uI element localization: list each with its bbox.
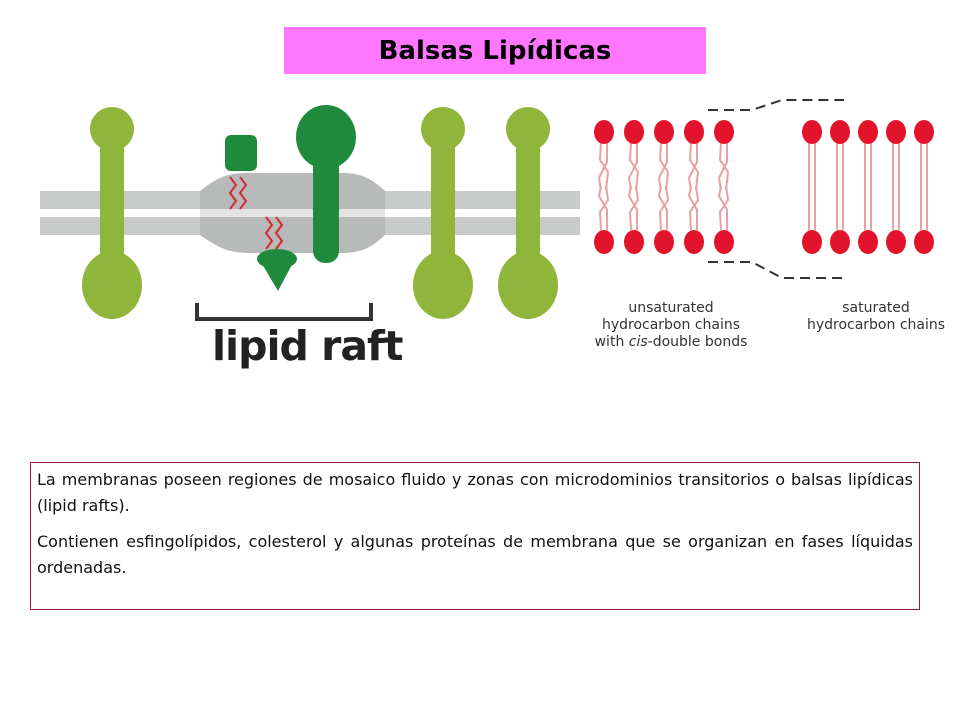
unsaturated-chains [594, 120, 734, 254]
raft-protein-lower [257, 216, 297, 291]
description-paragraph-1: La membranas poseen regiones de mosaico … [37, 470, 913, 515]
bilayer-zoom-lines [708, 99, 844, 279]
description-paragraph-2: Contienen esfingolípidos, colesterol y a… [37, 532, 913, 577]
saturated-chains [802, 120, 934, 254]
unsaturated-lipid-bottom-0 [594, 185, 614, 254]
saturated-caption-line-1: saturated [842, 300, 910, 316]
page-title: Balsas Lipídicas [378, 35, 612, 66]
caption-cis: cis [628, 334, 648, 350]
raft-bracket [195, 303, 373, 321]
saturated-caption-line-2: hydrocarbon chains [806, 317, 946, 333]
lipid-raft-diagram [40, 105, 580, 321]
saturated-lipid-bottom-4 [914, 186, 934, 254]
unsaturated-lipid-bottom-1 [624, 185, 644, 254]
unsaturated-lipid-top-2 [654, 120, 674, 191]
saturated-caption: saturated hydrocarbon chains [796, 300, 956, 334]
unsaturated-caption: unsaturated hydrocarbon chains with cis-… [586, 300, 756, 351]
lipid-molecule-right-1 [413, 107, 473, 319]
saturated-lipid-top-3 [886, 120, 906, 190]
raft-protein-upper [225, 135, 257, 210]
saturated-lipid-bottom-2 [858, 186, 878, 254]
unsaturated-lipid-bottom-2 [654, 185, 674, 254]
unsaturated-lipid-top-3 [684, 120, 704, 191]
caption-with: with [594, 334, 629, 350]
caption-double-bonds: -double bonds [647, 334, 748, 350]
unsaturated-caption-line-2: hydrocarbon chains [601, 317, 741, 333]
lipid-molecule-left [82, 107, 142, 319]
saturated-lipid-top-4 [914, 120, 934, 190]
saturated-lipid-bottom-3 [886, 186, 906, 254]
lipid-molecule-right-2 [498, 107, 558, 319]
title-banner: Balsas Lipídicas [284, 27, 706, 74]
unsaturated-lipid-top-1 [624, 120, 644, 191]
raft-transmembrane-protein [296, 105, 356, 263]
saturated-lipid-top-1 [830, 120, 850, 190]
unsaturated-lipid-bottom-3 [684, 185, 704, 254]
saturated-lipid-bottom-1 [830, 186, 850, 254]
lipid-raft-label: lipid raft [212, 322, 403, 370]
saturated-lipid-bottom-0 [802, 186, 822, 254]
unsaturated-lipid-bottom-4 [714, 185, 734, 254]
unsaturated-lipid-top-0 [594, 120, 614, 191]
description-box: La membranas poseen regiones de mosaico … [30, 462, 920, 610]
unsaturated-lipid-top-4 [714, 120, 734, 191]
unsaturated-caption-line-1: unsaturated [628, 300, 714, 316]
saturated-lipid-top-0 [802, 120, 822, 190]
hydrocarbon-chains-diagram [594, 99, 934, 279]
saturated-lipid-top-2 [858, 120, 878, 190]
unsaturated-caption-line-3: with cis-double bonds [586, 334, 756, 351]
